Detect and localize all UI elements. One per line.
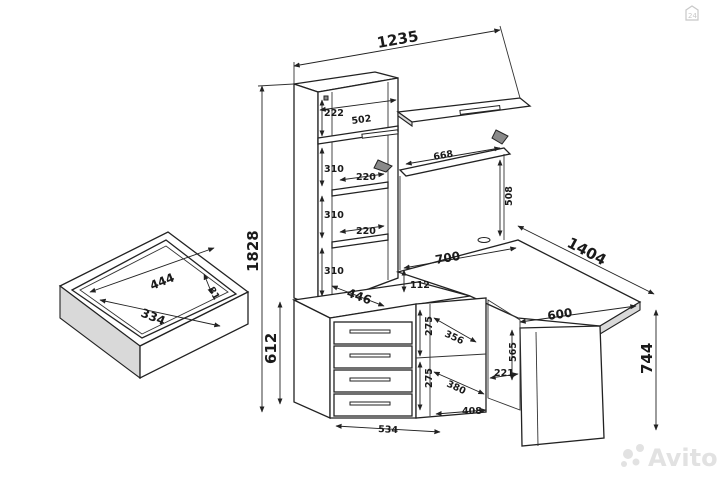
dimension-lines [257,25,659,435]
top-shelf-depth-label: 222 [324,108,344,119]
badge-text: 24 [688,12,697,20]
desk-height-label: 744 [638,343,656,374]
shelf-height-2-label: 310 [324,210,344,221]
leg-depth-label: 221 [494,368,514,379]
cabinet-height-label: 612 [262,333,280,364]
top-shelf-width-label: 502 [351,113,372,127]
cabinet-width-label: 534 [378,424,399,436]
middle-shelf-width-label: 668 [433,149,455,163]
drawer-illustration: 444 81 334 [58,231,250,380]
shelf-depth-1-label: 220 [356,172,376,183]
lower-cabinet [291,281,487,420]
watermark-text: Avito [648,444,718,472]
cabinet-inner-width-label: 408 [462,406,482,417]
cable-offset-label: 112 [410,280,430,291]
corner-badge: 24 [685,5,699,21]
total-width-label: 1235 [376,27,420,52]
desk-width-label: 700 [434,249,461,267]
desk-return-width-label: 600 [546,306,573,323]
shelf-height-3-label: 310 [324,266,344,277]
upper-panel-height-label: 508 [504,186,515,206]
desk-side-length-label: 1404 [564,234,609,269]
cabinet-shelf-height-1-label: 275 [424,316,435,336]
avito-watermark: Avito [621,444,718,472]
leg-height-label: 565 [508,342,519,362]
total-height-label: 1828 [244,230,262,272]
cabinet-shelf-height-2-label: 275 [424,368,435,388]
bookcase-tower [293,71,399,309]
shelf-height-1-label: 310 [324,164,344,175]
shelf-depth-2-label: 220 [356,226,376,237]
